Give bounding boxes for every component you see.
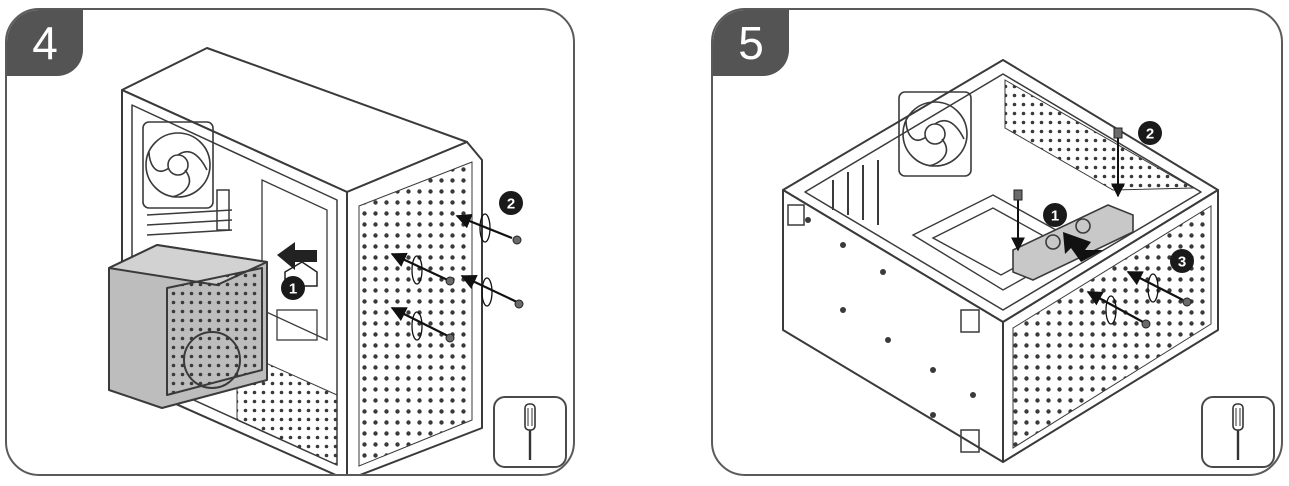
step-5-illustration <box>782 59 1219 463</box>
tool-box <box>493 396 567 468</box>
tool-box <box>1201 396 1275 468</box>
screwdriver-icon <box>524 403 536 460</box>
step-4-number: 4 <box>7 10 83 76</box>
step-5-number: 5 <box>713 10 789 76</box>
screwdriver-icon <box>1232 403 1244 460</box>
step-5-panel: 5 1 2 3 <box>711 8 1283 476</box>
step-4-panel: 4 1 2 <box>5 8 575 476</box>
step-4-illustration <box>108 47 524 474</box>
